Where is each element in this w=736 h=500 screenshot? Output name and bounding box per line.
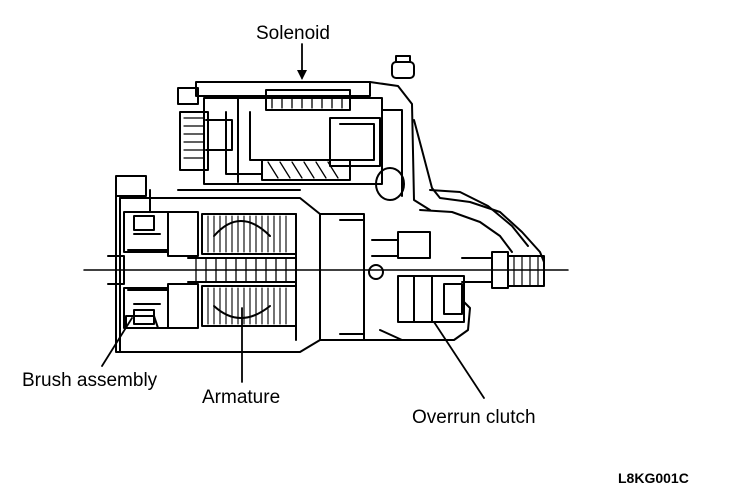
solenoid-body [177, 81, 431, 211]
clutch-leader [433, 321, 485, 399]
armature-core [167, 211, 297, 329]
label-armature: Armature [202, 387, 281, 408]
brush-leader [101, 317, 133, 367]
leader-lines [101, 43, 485, 399]
label-overrun-clutch: Overrun clutch [412, 407, 536, 428]
overrun-clutch-body [368, 231, 465, 323]
drive-shaft-end [461, 251, 545, 289]
mounting-bolt [391, 55, 415, 79]
label-solenoid: Solenoid [256, 23, 330, 44]
drive-housing [363, 119, 545, 341]
figure-code: L8KG001C [618, 470, 689, 486]
brush-assembly-body [107, 211, 169, 329]
label-brush-assembly: Brush assembly [22, 370, 158, 391]
